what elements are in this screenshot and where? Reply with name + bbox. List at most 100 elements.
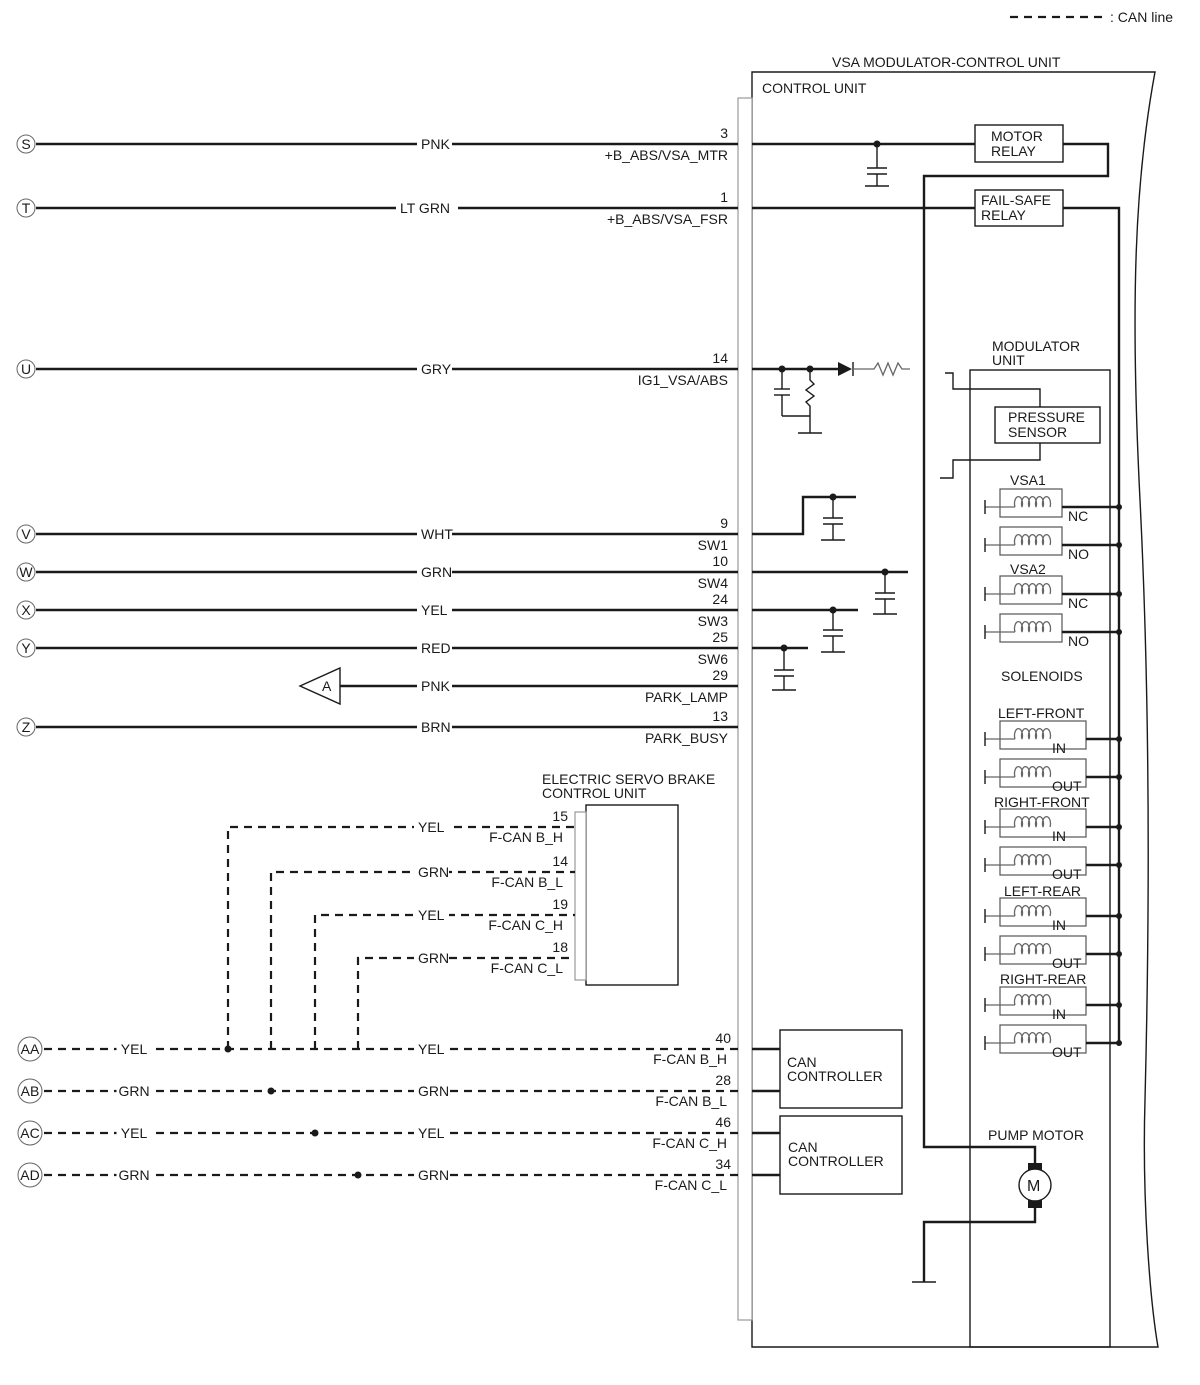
motor-relay-label-1: MOTOR xyxy=(991,128,1043,144)
label-gap xyxy=(116,1041,152,1059)
wire-color-label-right: GRN xyxy=(418,1167,449,1183)
solenoid-coil-icon xyxy=(985,495,1052,508)
svg-text:CAN: CAN xyxy=(787,1054,817,1070)
pin-signal: SW1 xyxy=(698,537,729,553)
connector-label: W xyxy=(19,564,33,580)
solenoid-coil-icon xyxy=(985,942,1052,955)
pin-signal: IG1_VSA/ABS xyxy=(638,372,728,388)
wire-color-label: YEL xyxy=(421,602,448,618)
pin-signal: F-CAN C_H xyxy=(488,917,563,933)
wire-color-label-right: YEL xyxy=(418,1125,445,1141)
label-gap xyxy=(414,1083,449,1101)
pin-signal: SW4 xyxy=(698,575,729,591)
pin-number: 13 xyxy=(712,708,728,724)
solenoid-coil-icon xyxy=(985,1031,1052,1044)
wire-color-label: BRN xyxy=(421,719,451,735)
solenoid-coil-icon xyxy=(985,582,1052,595)
vsa-unit-title: VSA MODULATOR-CONTROL UNIT xyxy=(832,54,1061,70)
wire-color-label: YEL xyxy=(418,907,445,923)
solenoids-title: SOLENOIDS xyxy=(1001,668,1083,684)
solenoid-coil-icon xyxy=(985,727,1052,740)
solenoid-junction xyxy=(1116,1002,1122,1008)
motor-relay-to-pump-wire xyxy=(922,142,1110,1165)
pin-signal: SW6 xyxy=(698,651,729,667)
connector-label: X xyxy=(21,602,31,618)
wire-color-label: GRN xyxy=(421,564,452,580)
wire-color-label: GRN xyxy=(418,950,449,966)
wire-color-label: GRN xyxy=(418,864,449,880)
solenoid-junction xyxy=(1116,629,1122,635)
connector-circle xyxy=(16,198,36,218)
solenoid-coil-icon xyxy=(985,815,1052,828)
connector-arrow-a xyxy=(298,666,341,706)
wire-color-label-left: GRN xyxy=(118,1167,149,1183)
control-unit-label: CONTROL UNIT xyxy=(762,80,867,96)
connector-label: AA xyxy=(21,1041,40,1057)
pin-number: 18 xyxy=(552,939,568,955)
pin-number: 40 xyxy=(715,1030,731,1046)
pressure-sensor-label-1: PRESSURE xyxy=(1008,409,1085,425)
wire-color-label-right: YEL xyxy=(418,1041,445,1057)
label-gap xyxy=(414,907,449,925)
solenoid-coil-box xyxy=(999,526,1063,556)
solenoid-coil-icon xyxy=(985,765,1052,778)
connector-circle xyxy=(16,562,36,582)
switch-capacitors xyxy=(772,493,897,691)
esb-can-wire xyxy=(269,870,575,1049)
connector-label: AD xyxy=(20,1167,39,1183)
esb-title-2: CONTROL UNIT xyxy=(542,785,647,801)
wire-color-label: PNK xyxy=(421,136,450,152)
connector-circle xyxy=(16,359,36,379)
solenoid-coil-icon xyxy=(985,993,1052,1006)
solenoid-junction xyxy=(1116,504,1122,510)
esb-can-wire xyxy=(226,825,575,1049)
connector-circle xyxy=(17,1162,43,1188)
label-gap xyxy=(414,950,449,968)
solenoid-port-label: NO xyxy=(1068,546,1089,562)
solenoid-junction xyxy=(1116,736,1122,742)
connector-label: T xyxy=(22,200,31,216)
pin-number: 25 xyxy=(712,629,728,645)
svg-text:CONTROLLER: CONTROLLER xyxy=(787,1068,883,1084)
wire-color-label: LT GRN xyxy=(400,200,450,216)
esb-connector xyxy=(574,811,587,981)
pin-number: 29 xyxy=(712,667,728,683)
pump-motor-label: PUMP MOTOR xyxy=(988,1127,1084,1143)
solenoid-group-title: RIGHT-REAR xyxy=(1000,971,1086,987)
solenoid-coil-icon xyxy=(985,853,1052,866)
solenoid-junction xyxy=(1116,824,1122,830)
label-gap xyxy=(417,678,452,696)
failsafe-bus-wire xyxy=(1063,206,1121,1043)
label-gap xyxy=(417,602,452,620)
connector-circle xyxy=(16,524,36,544)
label-gap xyxy=(417,640,452,658)
failsafe-relay-label-1: FAIL-SAFE xyxy=(981,192,1051,208)
pin-number: 46 xyxy=(715,1114,731,1130)
pump-ground-wire xyxy=(922,1208,1037,1282)
solenoid-coil-icon xyxy=(985,533,1052,546)
pump-motor-symbol xyxy=(1018,1168,1052,1202)
wire-color-label: PNK xyxy=(421,678,450,694)
solenoid-coil-box xyxy=(999,488,1063,518)
pin-signal: +B_ABS/VSA_MTR xyxy=(605,147,728,163)
pin-number: 34 xyxy=(715,1156,731,1172)
wire-color-label-left: GRN xyxy=(118,1083,149,1099)
pin-number: 9 xyxy=(720,515,728,531)
esb-can-wire xyxy=(313,913,575,1049)
solenoid-junction xyxy=(1116,951,1122,957)
svg-text:CONTROLLER: CONTROLLER xyxy=(788,1153,884,1169)
esb-title-1: ELECTRIC SERVO BRAKE xyxy=(542,771,715,787)
modulator-unit-box xyxy=(969,369,1111,1348)
label-gap xyxy=(417,564,452,582)
connector-circle xyxy=(16,134,36,154)
failsafe-relay-label-2: RELAY xyxy=(981,207,1027,223)
solenoid-group: VSA1NCNOVSA2NCNOLEFT-FRONTINOUTRIGHT-FRO… xyxy=(984,472,1122,1060)
solenoid-port-label: IN xyxy=(1052,1006,1066,1022)
pin-number: 1 xyxy=(720,189,728,205)
pin-signal: F-CAN B_H xyxy=(653,1051,727,1067)
solenoid-port-label: NC xyxy=(1068,508,1088,524)
wire-color-label-right: GRN xyxy=(418,1083,449,1099)
